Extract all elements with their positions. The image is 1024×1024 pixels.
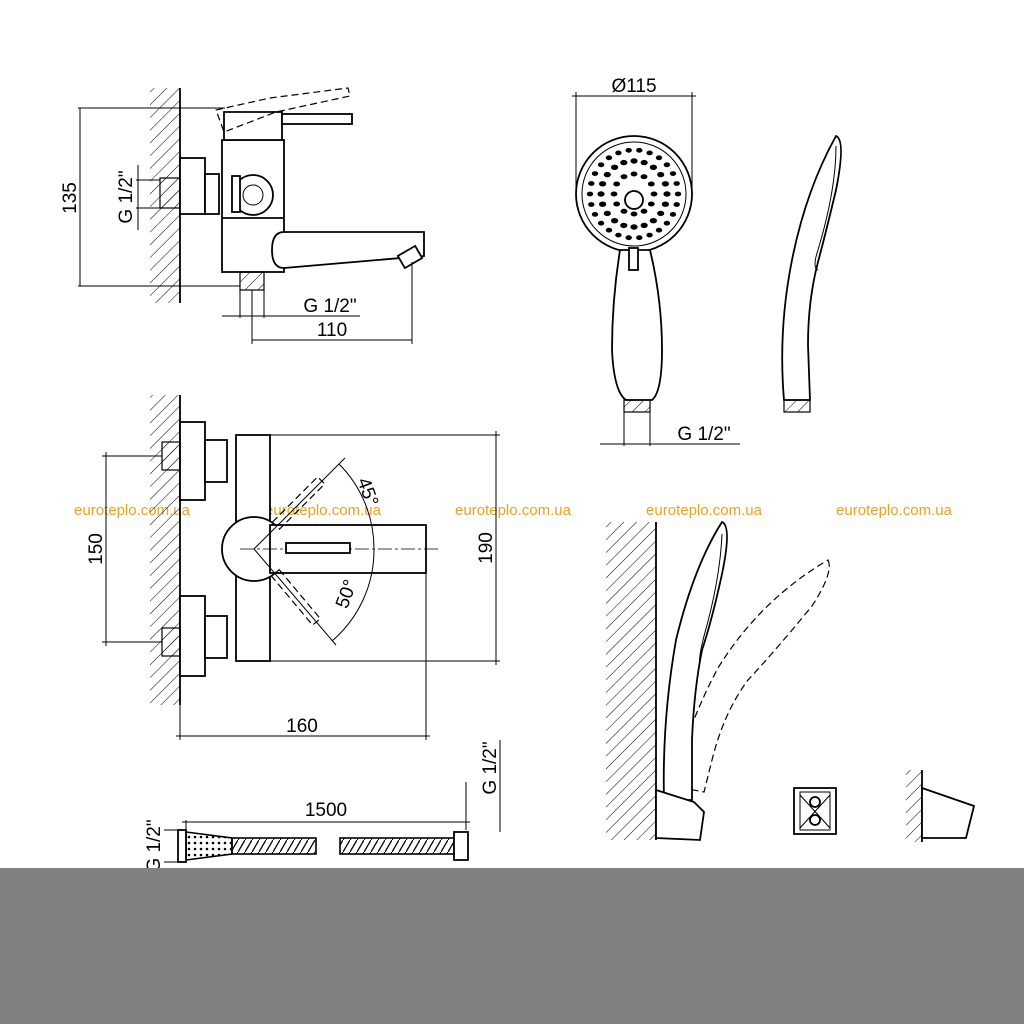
nozzle-dot [636, 235, 643, 241]
nozzle-dot [625, 147, 632, 153]
nozzle-dot [597, 162, 605, 168]
nozzle-dot [661, 201, 670, 207]
dim-thread-bottom: G 1/2" [303, 296, 356, 317]
dim-head-diameter: Ø115 [611, 76, 656, 97]
nozzle-dot [620, 159, 628, 166]
nozzle-dot [613, 201, 621, 207]
nozzle-dot [597, 220, 605, 226]
shower-head-front: Ø115 G 1/2" [572, 76, 740, 446]
nozzle-dot [630, 211, 638, 217]
mixer-front-view: 45° 50° 150 190 160 [86, 395, 500, 740]
nozzle-dot [630, 171, 638, 177]
watermark-row: euroteplo.com.ua euroteplo.com.ua eurote… [74, 502, 953, 519]
wall-hatch [606, 522, 656, 840]
dim-hose-length: 1500 [305, 800, 347, 821]
nozzle-dot [650, 191, 658, 197]
watermark: euroteplo.com.ua [265, 502, 382, 519]
nozzle-dot [620, 174, 628, 180]
nozzle-dot [615, 232, 622, 238]
nozzle-dot [649, 164, 658, 170]
bottom-band [0, 868, 1024, 1024]
nozzle-dot [640, 174, 648, 180]
nozzle-dot [586, 191, 594, 197]
dim-hose-thread-left: G 1/2" [144, 819, 165, 872]
watermark: euroteplo.com.ua [455, 502, 572, 519]
nozzle-dot [655, 227, 663, 233]
shower-head-side [781, 134, 842, 413]
nozzle-dot [603, 171, 611, 178]
nozzle-dot [647, 201, 655, 207]
nozzle-dot [597, 191, 605, 197]
dim-hose-thread-right: G 1/2" [480, 741, 501, 794]
dim-angle-50: 50° [332, 577, 362, 611]
nozzle-dot [611, 218, 619, 224]
hose-drawing: 1500 G 1/2" G 1/2" [144, 740, 501, 873]
watermark: euroteplo.com.ua [836, 502, 953, 519]
holder-front-view [793, 787, 837, 835]
nozzle-dot [647, 181, 655, 187]
nozzle-dot [636, 147, 643, 153]
nozzle-dot [603, 210, 611, 217]
nozzle-dot [605, 155, 613, 161]
nozzle-dot [599, 201, 607, 207]
shower-holder-assembly [606, 520, 830, 841]
dim-width-110: 110 [317, 320, 347, 341]
nozzle-dot [661, 181, 670, 187]
dim-width-160: 160 [286, 716, 318, 737]
dim-thread-side: G 1/2" [116, 170, 137, 223]
nozzle-dot [613, 181, 621, 187]
nozzle-dot [640, 222, 648, 229]
nozzle-dot [657, 210, 665, 217]
watermark: euroteplo.com.ua [646, 502, 763, 519]
nozzle-dot [591, 212, 599, 217]
nozzle-dot [646, 150, 653, 156]
nozzle-dot [611, 164, 619, 170]
nozzle-dot [655, 155, 663, 161]
nozzle-dot [663, 220, 671, 226]
nozzle-dot [588, 181, 595, 186]
nozzle-dot [669, 212, 677, 217]
nozzle-dot [640, 208, 648, 214]
dim-height-190: 190 [476, 532, 497, 564]
nozzle-dot [605, 227, 613, 233]
nozzle-dot [649, 218, 658, 224]
nozzle-dot [663, 162, 671, 168]
nozzle-dot [625, 235, 632, 241]
nozzle-dot [663, 191, 671, 197]
nozzle-dot [620, 222, 628, 229]
nozzle-dot [620, 208, 628, 214]
nozzle-dot [640, 159, 648, 166]
nozzle-dot [591, 171, 599, 177]
nozzle-dot [673, 202, 680, 207]
nozzle-dot [588, 202, 595, 207]
nozzle-dot [599, 181, 607, 187]
wall-hatch [906, 770, 922, 842]
nozzle-dot [630, 224, 638, 230]
nozzle-dot [657, 171, 665, 178]
nozzle-dot [615, 150, 622, 156]
dim-head-thread: G 1/2" [677, 424, 730, 445]
nozzle-dot [669, 171, 677, 177]
dim-spacing-150: 150 [86, 533, 107, 565]
nozzle-dot [630, 158, 638, 164]
nozzle-dot [646, 232, 653, 238]
mixer-side-view: 135 G 1/2" G 1/2" 110 [60, 87, 425, 344]
nozzle-dot [610, 191, 618, 197]
holder-side-view [906, 770, 976, 842]
dim-height-135: 135 [60, 182, 81, 214]
nozzle-dot [674, 191, 682, 197]
nozzle-dot [673, 181, 680, 186]
